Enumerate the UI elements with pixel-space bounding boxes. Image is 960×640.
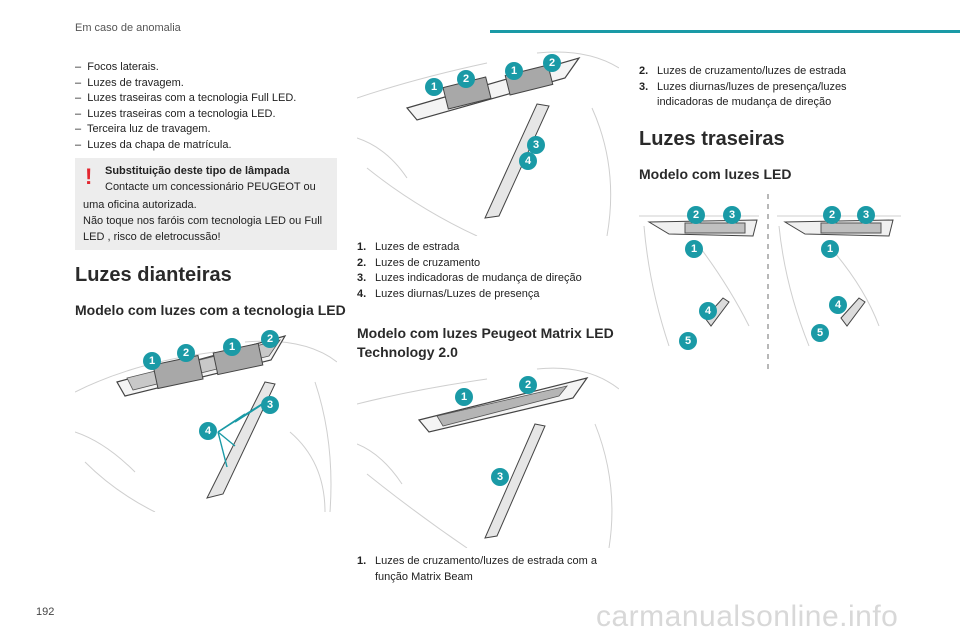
warning-icon: ! (85, 164, 93, 189)
legend-row: 2.Luzes de cruzamento (357, 256, 481, 269)
callout-badge: 4 (699, 302, 717, 320)
callout-badge: 1 (223, 338, 241, 356)
callout-badge: 2 (261, 330, 279, 348)
callout-badge: 2 (687, 206, 705, 224)
legend-row: 3.Luzes indicadoras de mudança de direçã… (357, 272, 582, 284)
list-item: – Luzes de travagem. (75, 76, 184, 89)
section-title: Em caso de anomalia (75, 22, 181, 34)
front-model2-heading: Modelo com luzes Peugeot Matrix LED Tech… (357, 325, 614, 360)
callout-badge: 3 (723, 206, 741, 224)
callout-badge: 1 (143, 352, 161, 370)
front-matrix-legend-part1: 1.Luzes de cruzamento/luzes de estrada c… (357, 554, 619, 585)
legend-row: 2.Luzes de cruzamento/luzes de estrada (639, 65, 846, 77)
warning-text-1: Contacte um concessionário PEUGEOT ou (105, 181, 316, 193)
callout-badge: 4 (829, 296, 847, 314)
callout-badge: 4 (519, 152, 537, 170)
callout-badge: 3 (261, 396, 279, 414)
callout-badge: 2 (519, 376, 537, 394)
callout-badge: 3 (491, 468, 509, 486)
warning-title: Substituição deste tipo de lâmpada (105, 165, 290, 177)
front-lights-heading: Luzes dianteiras (75, 264, 232, 286)
list-item: – Terceira luz de travagem. (75, 123, 211, 135)
callout-badge: 3 (527, 136, 545, 154)
page-number: 192 (36, 606, 55, 618)
header-accent-bar (490, 30, 960, 33)
rear-led-lights-illustration: 2 3 1 4 5 2 3 1 4 5 (639, 186, 901, 372)
list-item: – Focos laterais. (75, 61, 159, 73)
callout-badge: 2 (177, 344, 195, 362)
warning-box: ! Substituição deste tipo de lâmpada Con… (75, 158, 337, 250)
legend-row: 4.Luzes diurnas/Luzes de presença (357, 287, 540, 300)
watermark: carmanualsonline.info (596, 600, 899, 633)
callout-badge: 1 (505, 62, 523, 80)
rear-lights-heading: Luzes traseiras (639, 128, 785, 150)
callout-badge: 5 (679, 332, 697, 350)
legend-row: 1.Luzes de estrada (357, 241, 460, 253)
callout-badge: 2 (543, 54, 561, 72)
list-item: – Luzes traseiras com a tecnologia Full … (75, 92, 297, 104)
front-led-legend: 1.Luzes de estrada 2.Luzes de cruzamento… (357, 240, 619, 302)
legend-row: 1.Luzes de cruzamento/luzes de estrada c… (357, 555, 597, 583)
legend-row: 3.Luzes diurnas/luzes de presença/luzes … (639, 80, 847, 109)
callout-badge: 4 (199, 422, 217, 440)
front-matrix-led-illustration: 1 2 3 (357, 364, 619, 548)
bulb-list: – Focos laterais. – Luzes de travagem. –… (75, 60, 345, 153)
front-led-headlight-detail-illustration: 1 2 1 2 3 4 (357, 48, 619, 236)
list-item: – Luzes da chapa de matrícula. (75, 138, 232, 151)
callout-badge: 3 (857, 206, 875, 224)
callout-badge: 1 (821, 240, 839, 258)
callout-badge: 2 (457, 70, 475, 88)
front-led-headlight-illustration: 1 2 1 2 3 4 (75, 322, 337, 512)
callout-badge: 2 (823, 206, 841, 224)
callout-badge: 1 (455, 388, 473, 406)
list-item: – Luzes traseiras com a tecnologia LED. (75, 107, 276, 120)
callout-badge: 1 (425, 78, 443, 96)
rear-model-heading: Modelo com luzes LED (639, 166, 792, 182)
callout-badge: 1 (685, 240, 703, 258)
callout-badge: 5 (811, 324, 829, 342)
front-model1-heading: Modelo com luzes com a tecnologia LED (75, 302, 346, 318)
front-matrix-legend-part2: 2.Luzes de cruzamento/luzes de estrada 3… (639, 64, 901, 111)
warning-text-2: uma oficina autorizada. Não toque nos fa… (83, 199, 323, 243)
